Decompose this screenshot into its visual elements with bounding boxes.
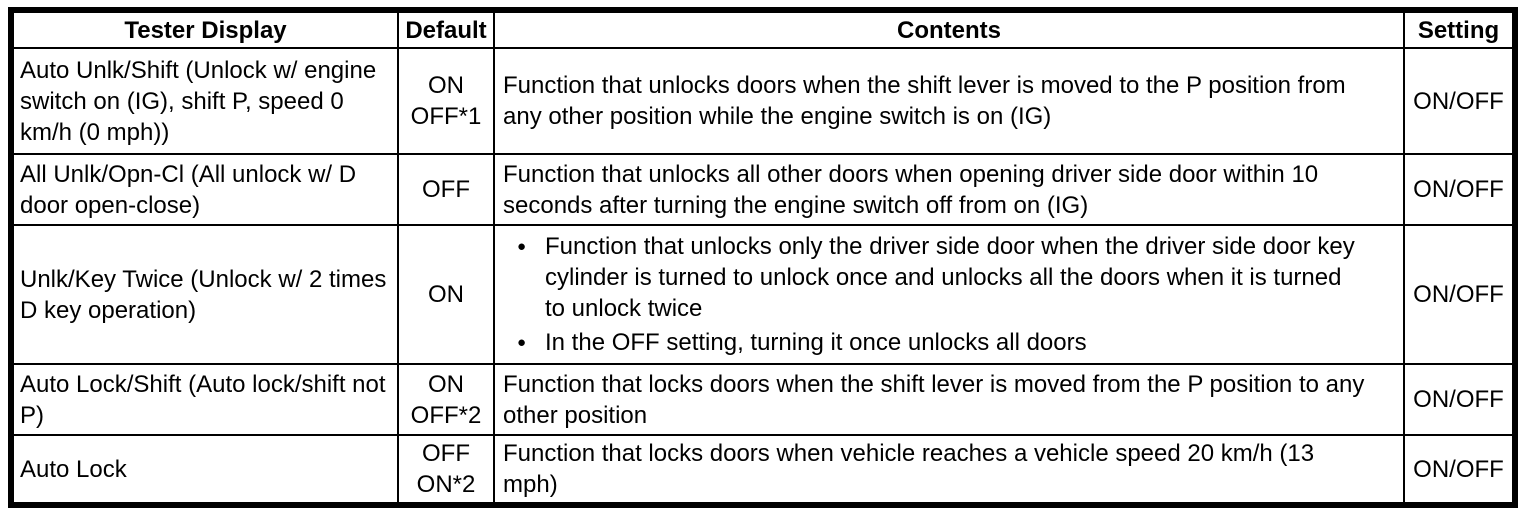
table-row: Auto Lock/Shift (Auto lock/shift not P) … bbox=[10, 363, 1516, 436]
tester-display-cell: Auto Lock bbox=[10, 434, 399, 506]
contents-bullet-list: ● Function that unlocks only the driver … bbox=[503, 231, 1367, 358]
default-cell: ON bbox=[397, 224, 495, 365]
column-header-default: Default bbox=[397, 9, 495, 49]
door-lock-customize-table: Tester Display Default Contents Setting … bbox=[8, 7, 1518, 508]
column-header-contents: Contents bbox=[493, 9, 1405, 49]
setting-cell: ON/OFF bbox=[1403, 434, 1516, 506]
bullet-item-text: In the OFF setting, turning it once unlo… bbox=[545, 329, 1087, 356]
default-cell: OFF bbox=[397, 153, 495, 226]
default-cell: OFF ON*2 bbox=[397, 434, 495, 506]
bullet-item-text: Function that unlocks only the driver si… bbox=[545, 233, 1355, 322]
function-name: All Unlk/Opn-Cl bbox=[20, 160, 185, 188]
contents-cell: Function that unlocks doors when the shi… bbox=[493, 47, 1405, 155]
setting-cell: ON/OFF bbox=[1403, 224, 1516, 365]
list-item: ● In the OFF setting, turning it once un… bbox=[503, 327, 1367, 358]
bullet-icon: ● bbox=[517, 334, 527, 351]
default-cell: ON OFF*1 bbox=[397, 47, 495, 155]
setting-cell: ON/OFF bbox=[1403, 153, 1516, 226]
function-description: (All unlock w/ D door open-close) bbox=[20, 160, 357, 219]
default-cell: ON OFF*2 bbox=[397, 363, 495, 436]
setting-cell: ON/OFF bbox=[1403, 47, 1516, 155]
table-row: Unlk/Key Twice (Unlock w/ 2 times D key … bbox=[10, 224, 1516, 365]
function-name: Auto Lock bbox=[20, 455, 127, 483]
tester-display-cell: All Unlk/Opn-Cl (All unlock w/ D door op… bbox=[10, 153, 399, 226]
contents-cell: Function that unlocks all other doors wh… bbox=[493, 153, 1405, 226]
contents-cell: Function that locks doors when the shift… bbox=[493, 363, 1405, 436]
column-header-setting: Setting bbox=[1403, 9, 1516, 49]
tester-display-cell: Auto Lock/Shift (Auto lock/shift not P) bbox=[10, 363, 399, 436]
table-row: All Unlk/Opn-Cl (All unlock w/ D door op… bbox=[10, 153, 1516, 226]
column-header-tester-display: Tester Display bbox=[10, 9, 399, 49]
function-name: Auto Lock/Shift bbox=[20, 370, 182, 398]
function-description: (Unlock w/ 2 times D key operation) bbox=[20, 265, 387, 324]
function-description: (Unlock w/ engine switch on (IG), shift … bbox=[20, 56, 377, 146]
function-name: Unlk/Key Twice bbox=[20, 265, 184, 293]
tester-display-cell: Auto Unlk/Shift (Unlock w/ engine switch… bbox=[10, 47, 399, 155]
table-row: Auto Unlk/Shift (Unlock w/ engine switch… bbox=[10, 47, 1516, 155]
function-description: (Auto lock/shift not P) bbox=[20, 370, 386, 429]
setting-cell: ON/OFF bbox=[1403, 363, 1516, 436]
table-row: Auto Lock OFF ON*2 Function that locks d… bbox=[10, 434, 1516, 506]
table-header-row: Tester Display Default Contents Setting bbox=[10, 9, 1516, 49]
contents-cell: ● Function that unlocks only the driver … bbox=[493, 224, 1405, 365]
contents-cell: Function that locks doors when vehicle r… bbox=[493, 434, 1405, 506]
function-name: Auto Unlk/Shift bbox=[20, 56, 179, 84]
tester-display-cell: Unlk/Key Twice (Unlock w/ 2 times D key … bbox=[10, 224, 399, 365]
bullet-icon: ● bbox=[517, 238, 527, 255]
list-item: ● Function that unlocks only the driver … bbox=[503, 231, 1367, 324]
